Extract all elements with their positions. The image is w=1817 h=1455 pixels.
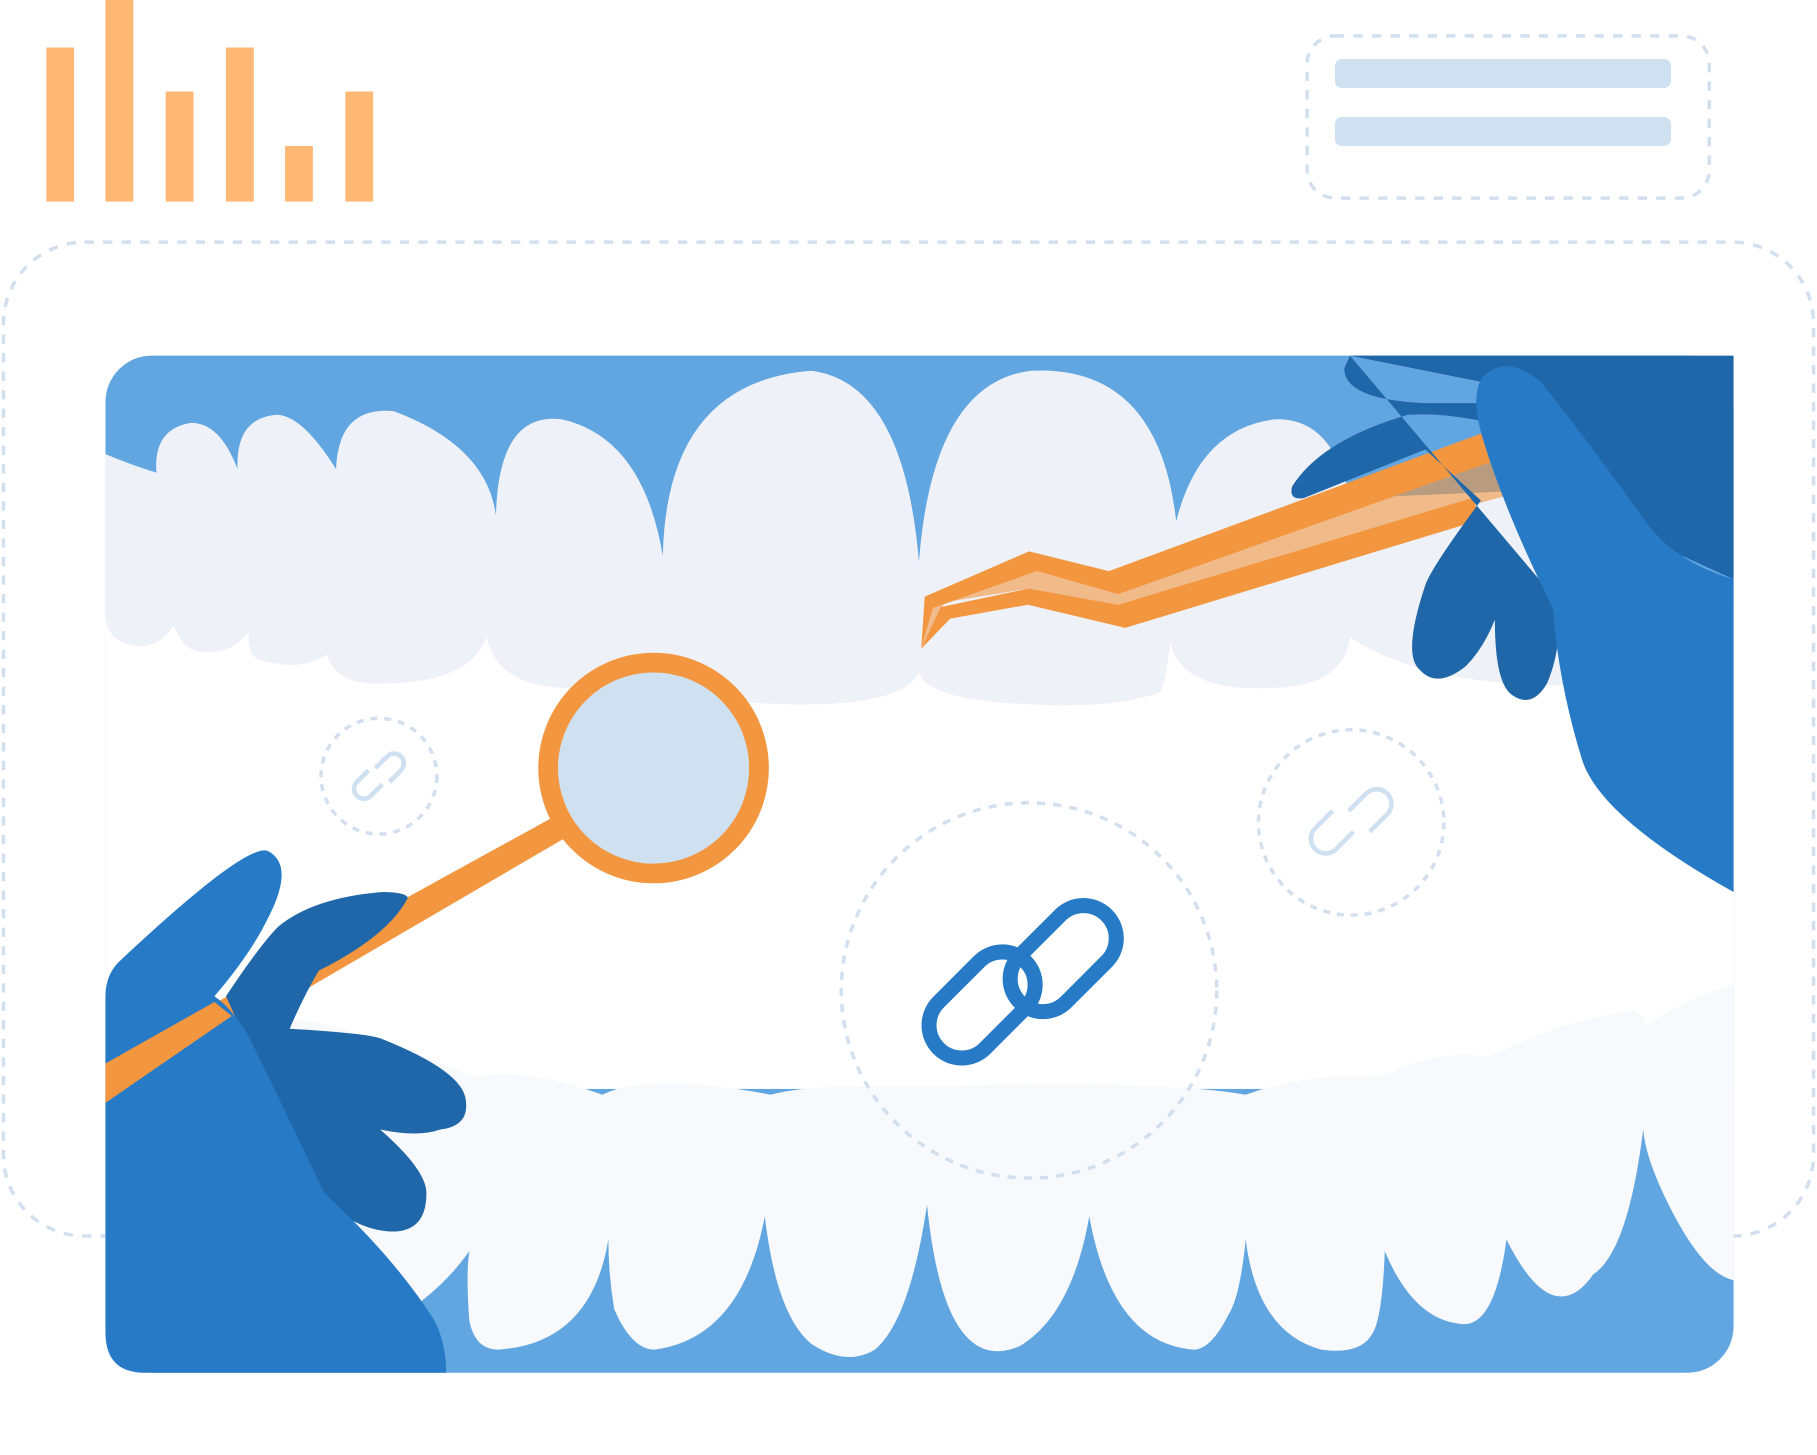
gloved-hand-icon bbox=[105, 850, 467, 1373]
lower-teeth bbox=[105, 984, 1734, 1358]
bar-chart-icon bbox=[46, 0, 374, 202]
chain-link-icon bbox=[839, 801, 1219, 1180]
gloved-hand-icon bbox=[1291, 355, 1734, 892]
upper-teeth bbox=[105, 370, 1623, 706]
text-lines-card-icon bbox=[1305, 34, 1711, 200]
mouth-panel bbox=[105, 355, 1734, 1373]
dashed-frame bbox=[1, 240, 1816, 1238]
chain-link-icon bbox=[319, 716, 1446, 917]
